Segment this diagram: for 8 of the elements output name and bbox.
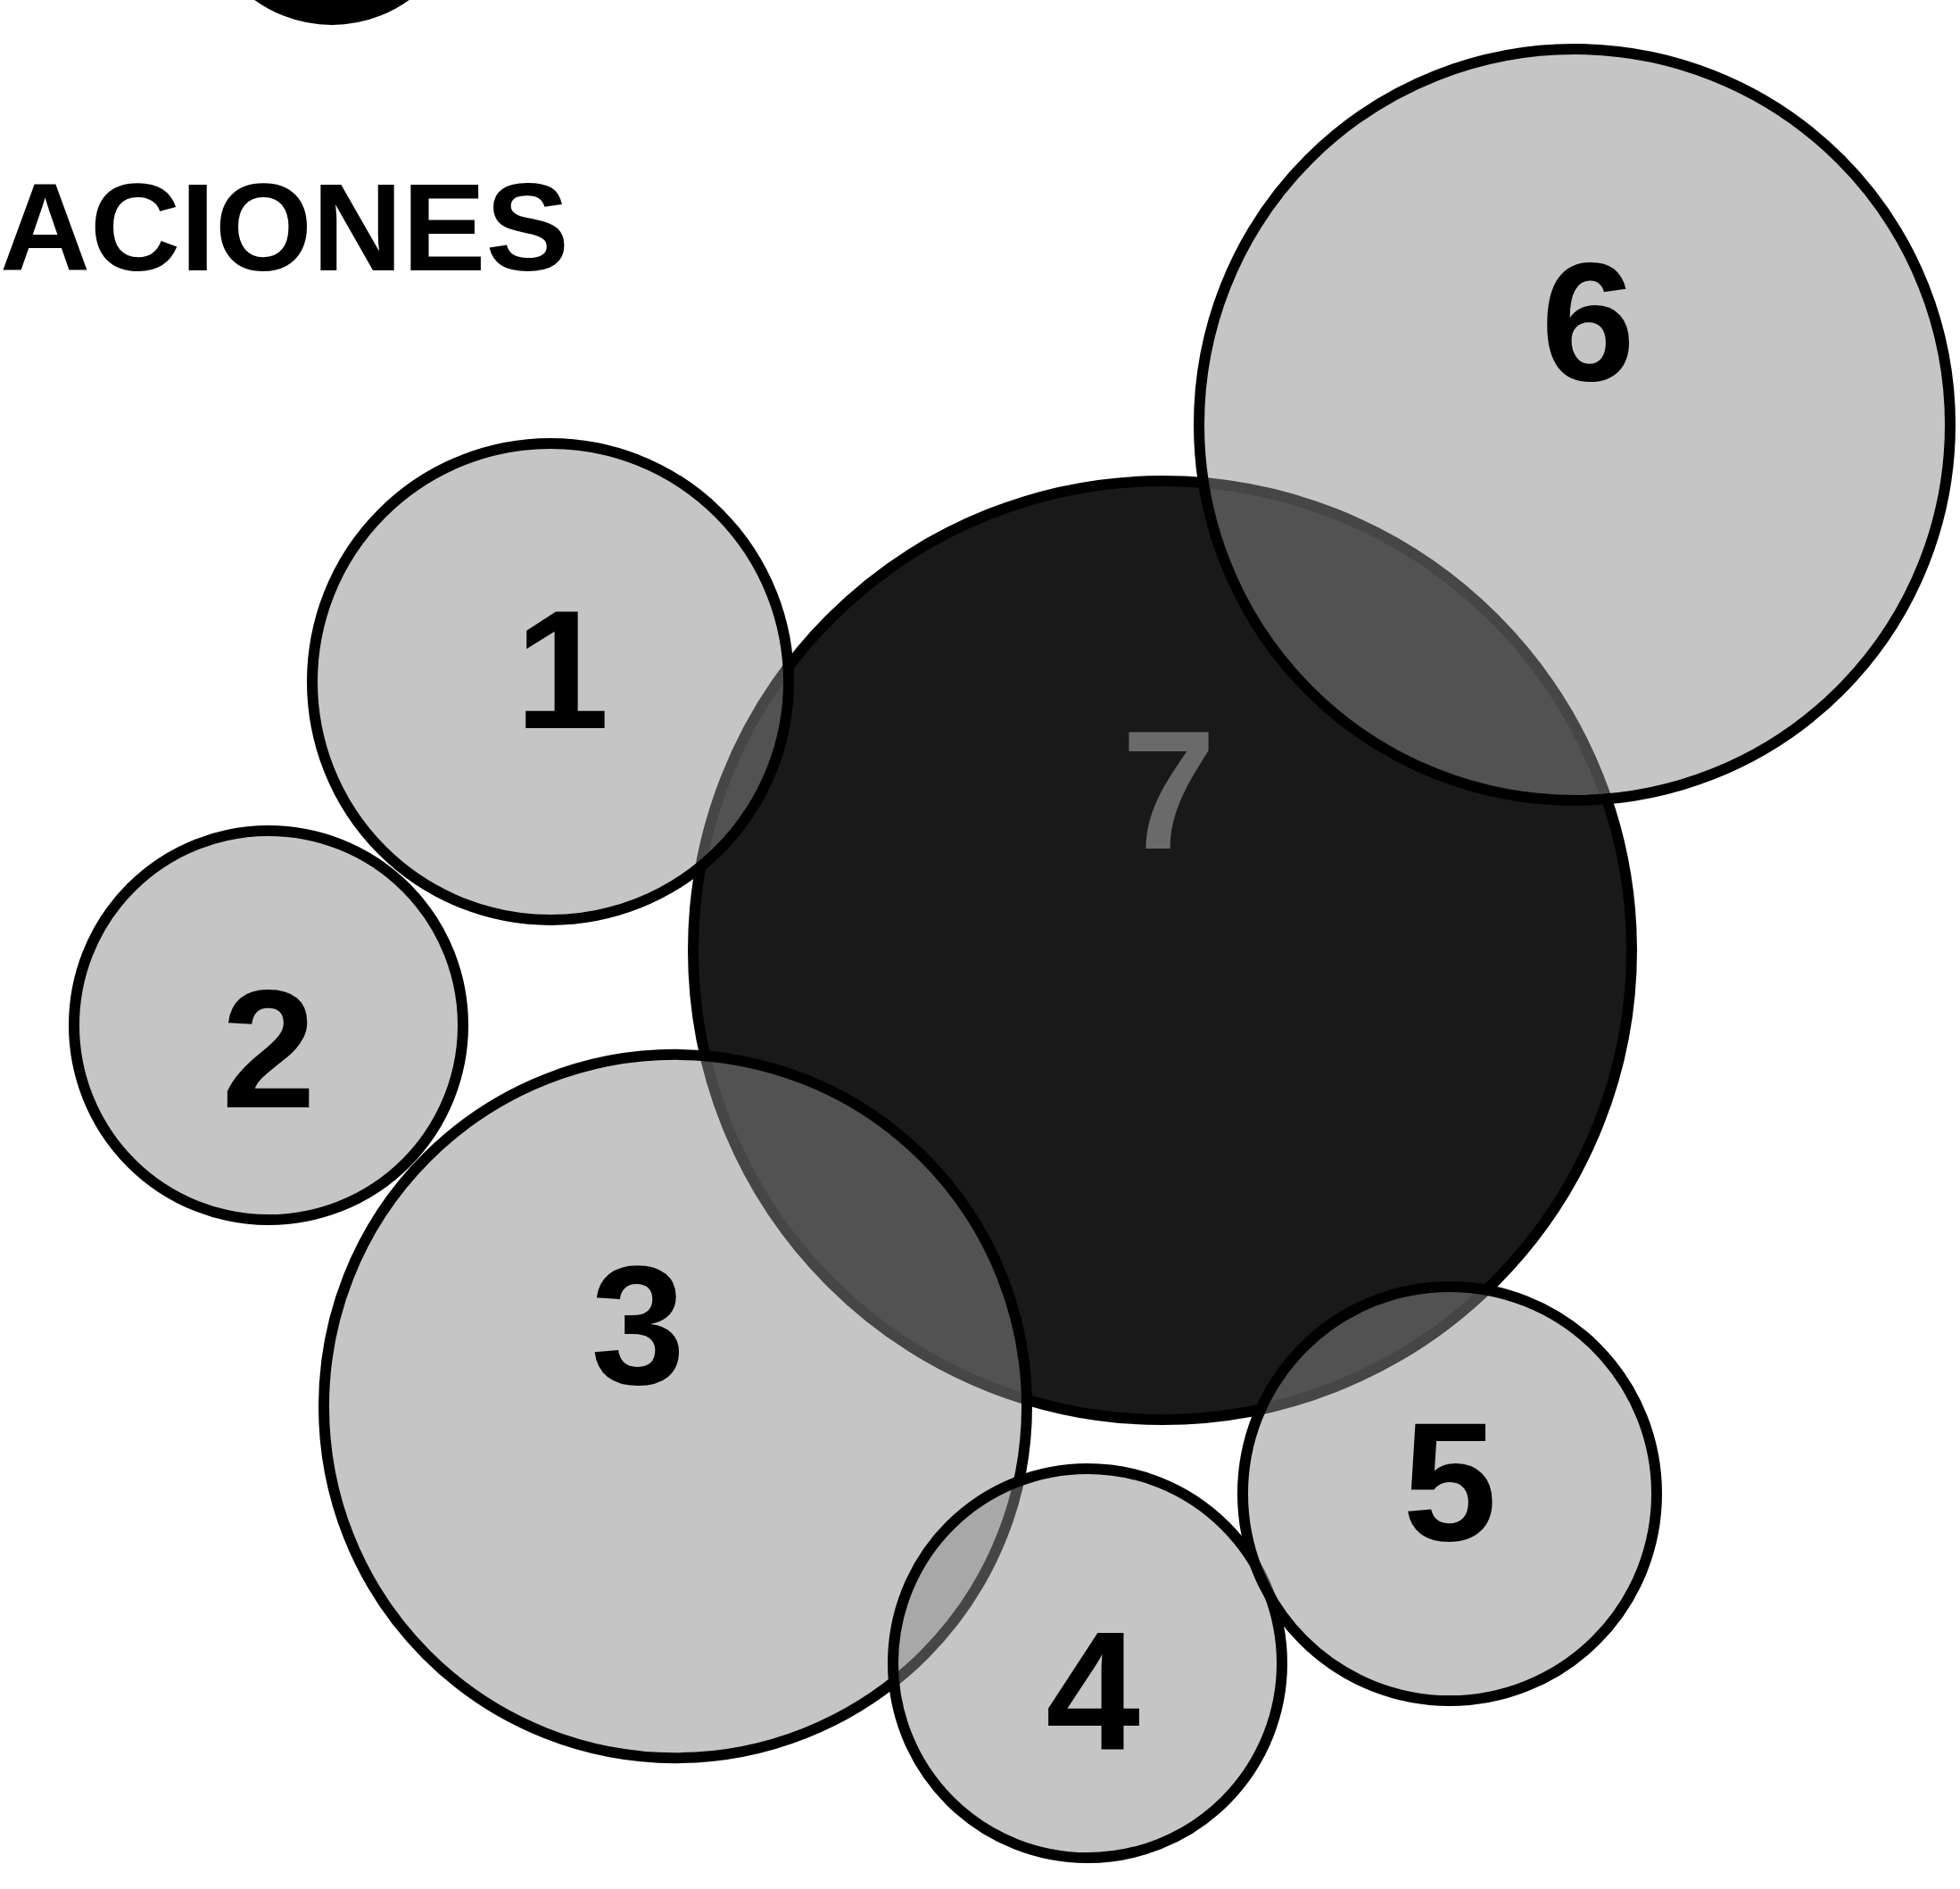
heading-text: ACIONES — [0, 165, 569, 290]
circle-number: 3 — [591, 1240, 685, 1410]
circle-number: 5 — [1402, 1396, 1497, 1566]
circle-number: 4 — [1046, 1606, 1140, 1776]
circle-number: 2 — [221, 964, 316, 1133]
circle-number: 7 — [1121, 705, 1216, 874]
circle-number: 6 — [1541, 236, 1635, 406]
circle-number: 1 — [515, 584, 609, 754]
